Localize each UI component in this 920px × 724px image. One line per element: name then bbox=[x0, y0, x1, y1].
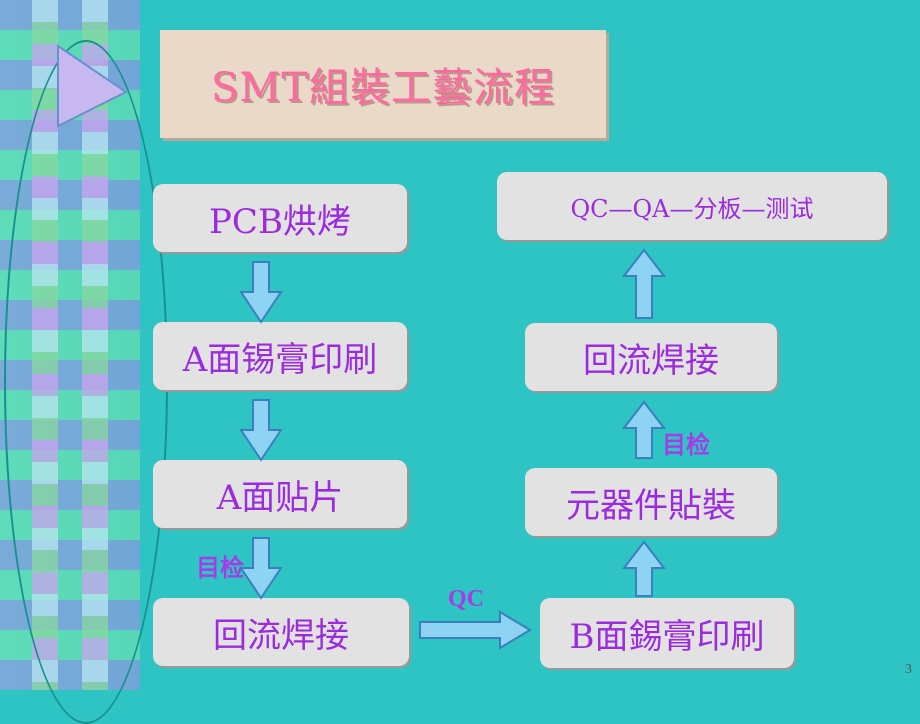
flow-arrows bbox=[239, 248, 667, 650]
page-number: 3 bbox=[905, 662, 912, 677]
label-visual-check-1: 目检 bbox=[196, 554, 244, 582]
slide-title: SMT組裝工藝流程 bbox=[160, 30, 606, 138]
step-final-qc-qa-test: QC—QA—分板—测试 bbox=[497, 172, 887, 240]
arrow-up-1 bbox=[621, 540, 667, 597]
label-visual-check-2: 目检 bbox=[662, 431, 710, 459]
play-triangle-icon bbox=[57, 44, 128, 128]
label-qc: QC bbox=[448, 586, 484, 612]
step-a-paste-print: A面锡膏印刷 bbox=[153, 322, 407, 390]
step-reflow-2: 回流焊接 bbox=[525, 323, 777, 391]
step-a-mount: A面贴片 bbox=[153, 460, 407, 528]
arrow-up-3 bbox=[621, 248, 667, 319]
step-b-paste-print: B面錫膏印刷 bbox=[540, 598, 794, 668]
arrow-right bbox=[419, 610, 532, 650]
step-component-mount: 元器件貼裝 bbox=[525, 468, 777, 536]
arrow-down-3 bbox=[239, 537, 283, 600]
arrow-up-2 bbox=[621, 400, 667, 459]
step-pcb-bake: PCB烘烤 bbox=[153, 184, 407, 252]
arrow-down-1 bbox=[239, 261, 283, 324]
arrow-down-2 bbox=[239, 399, 283, 462]
step-reflow-1: 回流焊接 bbox=[153, 598, 409, 666]
